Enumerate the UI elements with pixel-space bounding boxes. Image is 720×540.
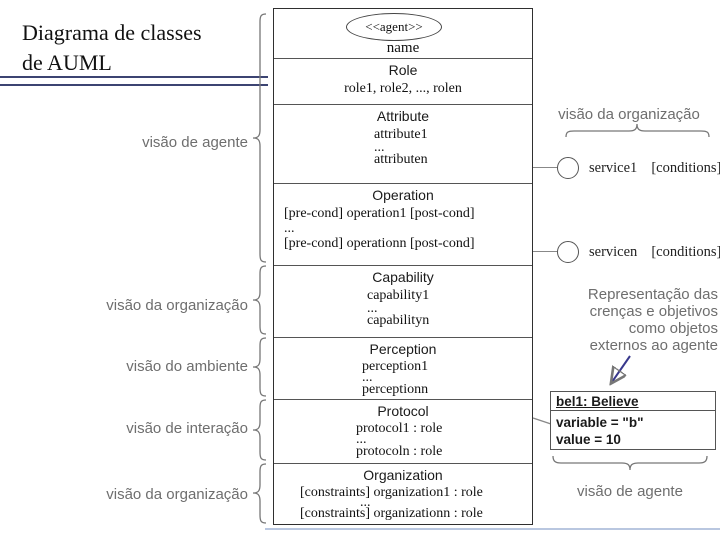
compartment-header: Role	[388, 62, 418, 78]
page-title-line2: de AUML	[22, 50, 112, 75]
compartment-item: role1, role2, ..., rolen	[344, 81, 462, 96]
compartment-attribute: Attribute attribute1 ... attributen	[274, 104, 532, 183]
belief-connector-line	[532, 417, 552, 425]
belief-object-box: bel1: Believe variable = "b" value = 10	[550, 391, 716, 450]
compartment-header: Protocol	[377, 403, 429, 419]
brace-organization-view	[252, 265, 267, 335]
compartment-item: ...	[284, 221, 295, 236]
brace-organization-view-2	[252, 463, 267, 524]
compartment-perception: Perception perception1 ... perceptionn	[274, 337, 532, 399]
belief-note-line: crenças e objetivos	[589, 303, 718, 320]
compartment-header: Capability	[372, 269, 434, 285]
left-label-agent-view: visão de agente	[142, 134, 248, 151]
agent-stereotype-ellipse: <<agent>>	[346, 13, 442, 41]
compartment-protocol: Protocol protocol1 : role ... protocoln …	[274, 399, 532, 463]
page-title-line1: Diagrama de classes	[22, 20, 202, 45]
compartment-header: Operation	[372, 187, 434, 203]
compartment-item: perception1	[362, 359, 429, 374]
brace-service-group	[565, 123, 710, 138]
left-label-interaction-view: visão de interação	[126, 420, 248, 437]
service-name: servicen	[589, 244, 638, 260]
compartment-item: [pre-cond] operationn [post-cond]	[284, 236, 475, 251]
compartment-item: protocoln : role	[356, 444, 443, 459]
left-label-organization-view: visão da organização	[106, 297, 248, 314]
belief-note-line: Representação das	[587, 286, 718, 303]
compartment-item: capabilityn	[367, 313, 430, 328]
compartment-operation: Operation [pre-cond] operation1 [post-co…	[274, 183, 532, 265]
compartment-item: attributen	[374, 152, 428, 167]
compartment-item: ...	[360, 495, 371, 510]
compartment-capability: Capability capability1 ... capabilityn	[274, 265, 532, 337]
page-title: Diagrama de classes de AUML	[22, 18, 202, 78]
note-arrow	[596, 355, 631, 392]
servicen-interface-circle	[557, 241, 579, 263]
service-conditions: [conditions]	[651, 160, 720, 176]
service1-interface-circle	[557, 157, 579, 179]
brace-interaction-view	[252, 399, 267, 461]
belief-note-line: externos ao agente	[589, 337, 718, 354]
belief-note: Representação das crenças e objetivos co…	[556, 286, 718, 354]
compartment-role: Role role1, role2, ..., rolen	[274, 58, 532, 104]
compartment-item: protocol1 : role	[356, 421, 443, 436]
compartment-header: Perception	[369, 341, 437, 357]
title-underline-top	[0, 76, 268, 78]
compartment-header: Organization	[363, 467, 443, 483]
compartment-stereotype: <<agent>> name	[274, 9, 532, 58]
compartment-item: ...	[367, 301, 378, 316]
compartment-item: ...	[362, 370, 373, 385]
compartment-item: attribute1	[374, 127, 428, 142]
belief-attribute: value = 10	[556, 432, 621, 447]
agent-name-label: name	[386, 40, 420, 56]
title-underline-bottom	[0, 84, 268, 86]
compartment-item: [constraints] organizationn : role	[300, 506, 483, 521]
belief-note-line: como objetos	[628, 320, 718, 337]
compartment-organization: Organization [constraints] organization1…	[274, 463, 532, 526]
service-conditions: [conditions]	[651, 244, 720, 260]
compartment-item: [pre-cond] operation1 [post-cond]	[284, 206, 475, 221]
agent-stereotype-label: <<agent>>	[365, 19, 423, 34]
belief-object-title: bel1: Believe	[551, 392, 715, 411]
right-label-agent-view: visão de agente	[577, 483, 683, 500]
compartment-item: capability1	[367, 288, 430, 303]
compartment-item: ...	[374, 140, 385, 155]
service1-connector-line	[533, 167, 557, 168]
left-label-organization-view-2: visão da organização	[106, 486, 248, 503]
agent-class-box: <<agent>> name Role role1, role2, ..., r…	[273, 8, 533, 525]
servicen-row: servicen [conditions]	[589, 244, 720, 261]
brace-agent-view	[252, 13, 267, 263]
compartment-item: ...	[356, 432, 367, 447]
belief-attribute: variable = "b"	[556, 415, 644, 430]
compartment-item: [constraints] organization1 : role	[300, 485, 483, 500]
brace-environment-view	[252, 337, 267, 397]
service1-row: service1 [conditions]	[589, 160, 720, 177]
bottom-divider-line	[265, 528, 720, 530]
brace-agent-view-bottom	[552, 455, 708, 471]
left-label-environment-view: visão do ambiente	[126, 358, 248, 375]
compartment-item: perceptionn	[362, 382, 429, 397]
right-label-organization-view: visão da organização	[558, 106, 700, 123]
compartment-header: Attribute	[376, 108, 430, 124]
servicen-connector-line	[533, 251, 557, 252]
service-name: service1	[589, 160, 638, 176]
